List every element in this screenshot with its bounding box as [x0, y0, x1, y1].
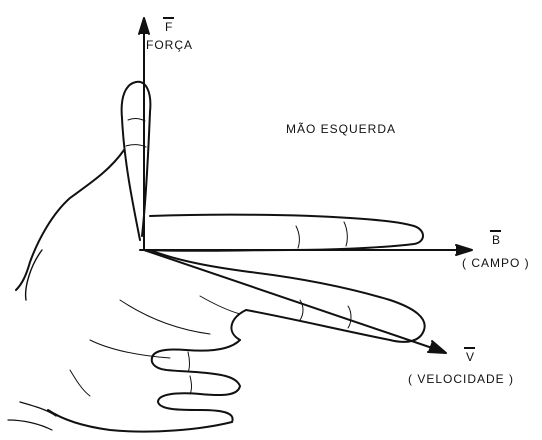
index-finger	[246, 272, 425, 342]
velocity-arrowhead	[428, 341, 446, 353]
velocity-symbol: V	[466, 350, 474, 364]
velocity-axis	[144, 250, 444, 352]
field-label: ( CAMPO )	[462, 256, 530, 270]
field-arrowhead	[456, 245, 472, 255]
field-symbol: B	[492, 233, 500, 247]
thumb	[122, 82, 151, 240]
velocity-label: ( VELOCIDADE )	[408, 372, 514, 386]
force-symbol: F	[165, 20, 172, 34]
curled-fingers	[152, 340, 240, 422]
middle-finger	[150, 215, 423, 251]
hand-label: MÃO ESQUERDA	[286, 122, 396, 136]
force-arrowhead	[139, 18, 149, 34]
vector-axes	[139, 18, 472, 353]
force-label: FORÇA	[146, 38, 193, 52]
